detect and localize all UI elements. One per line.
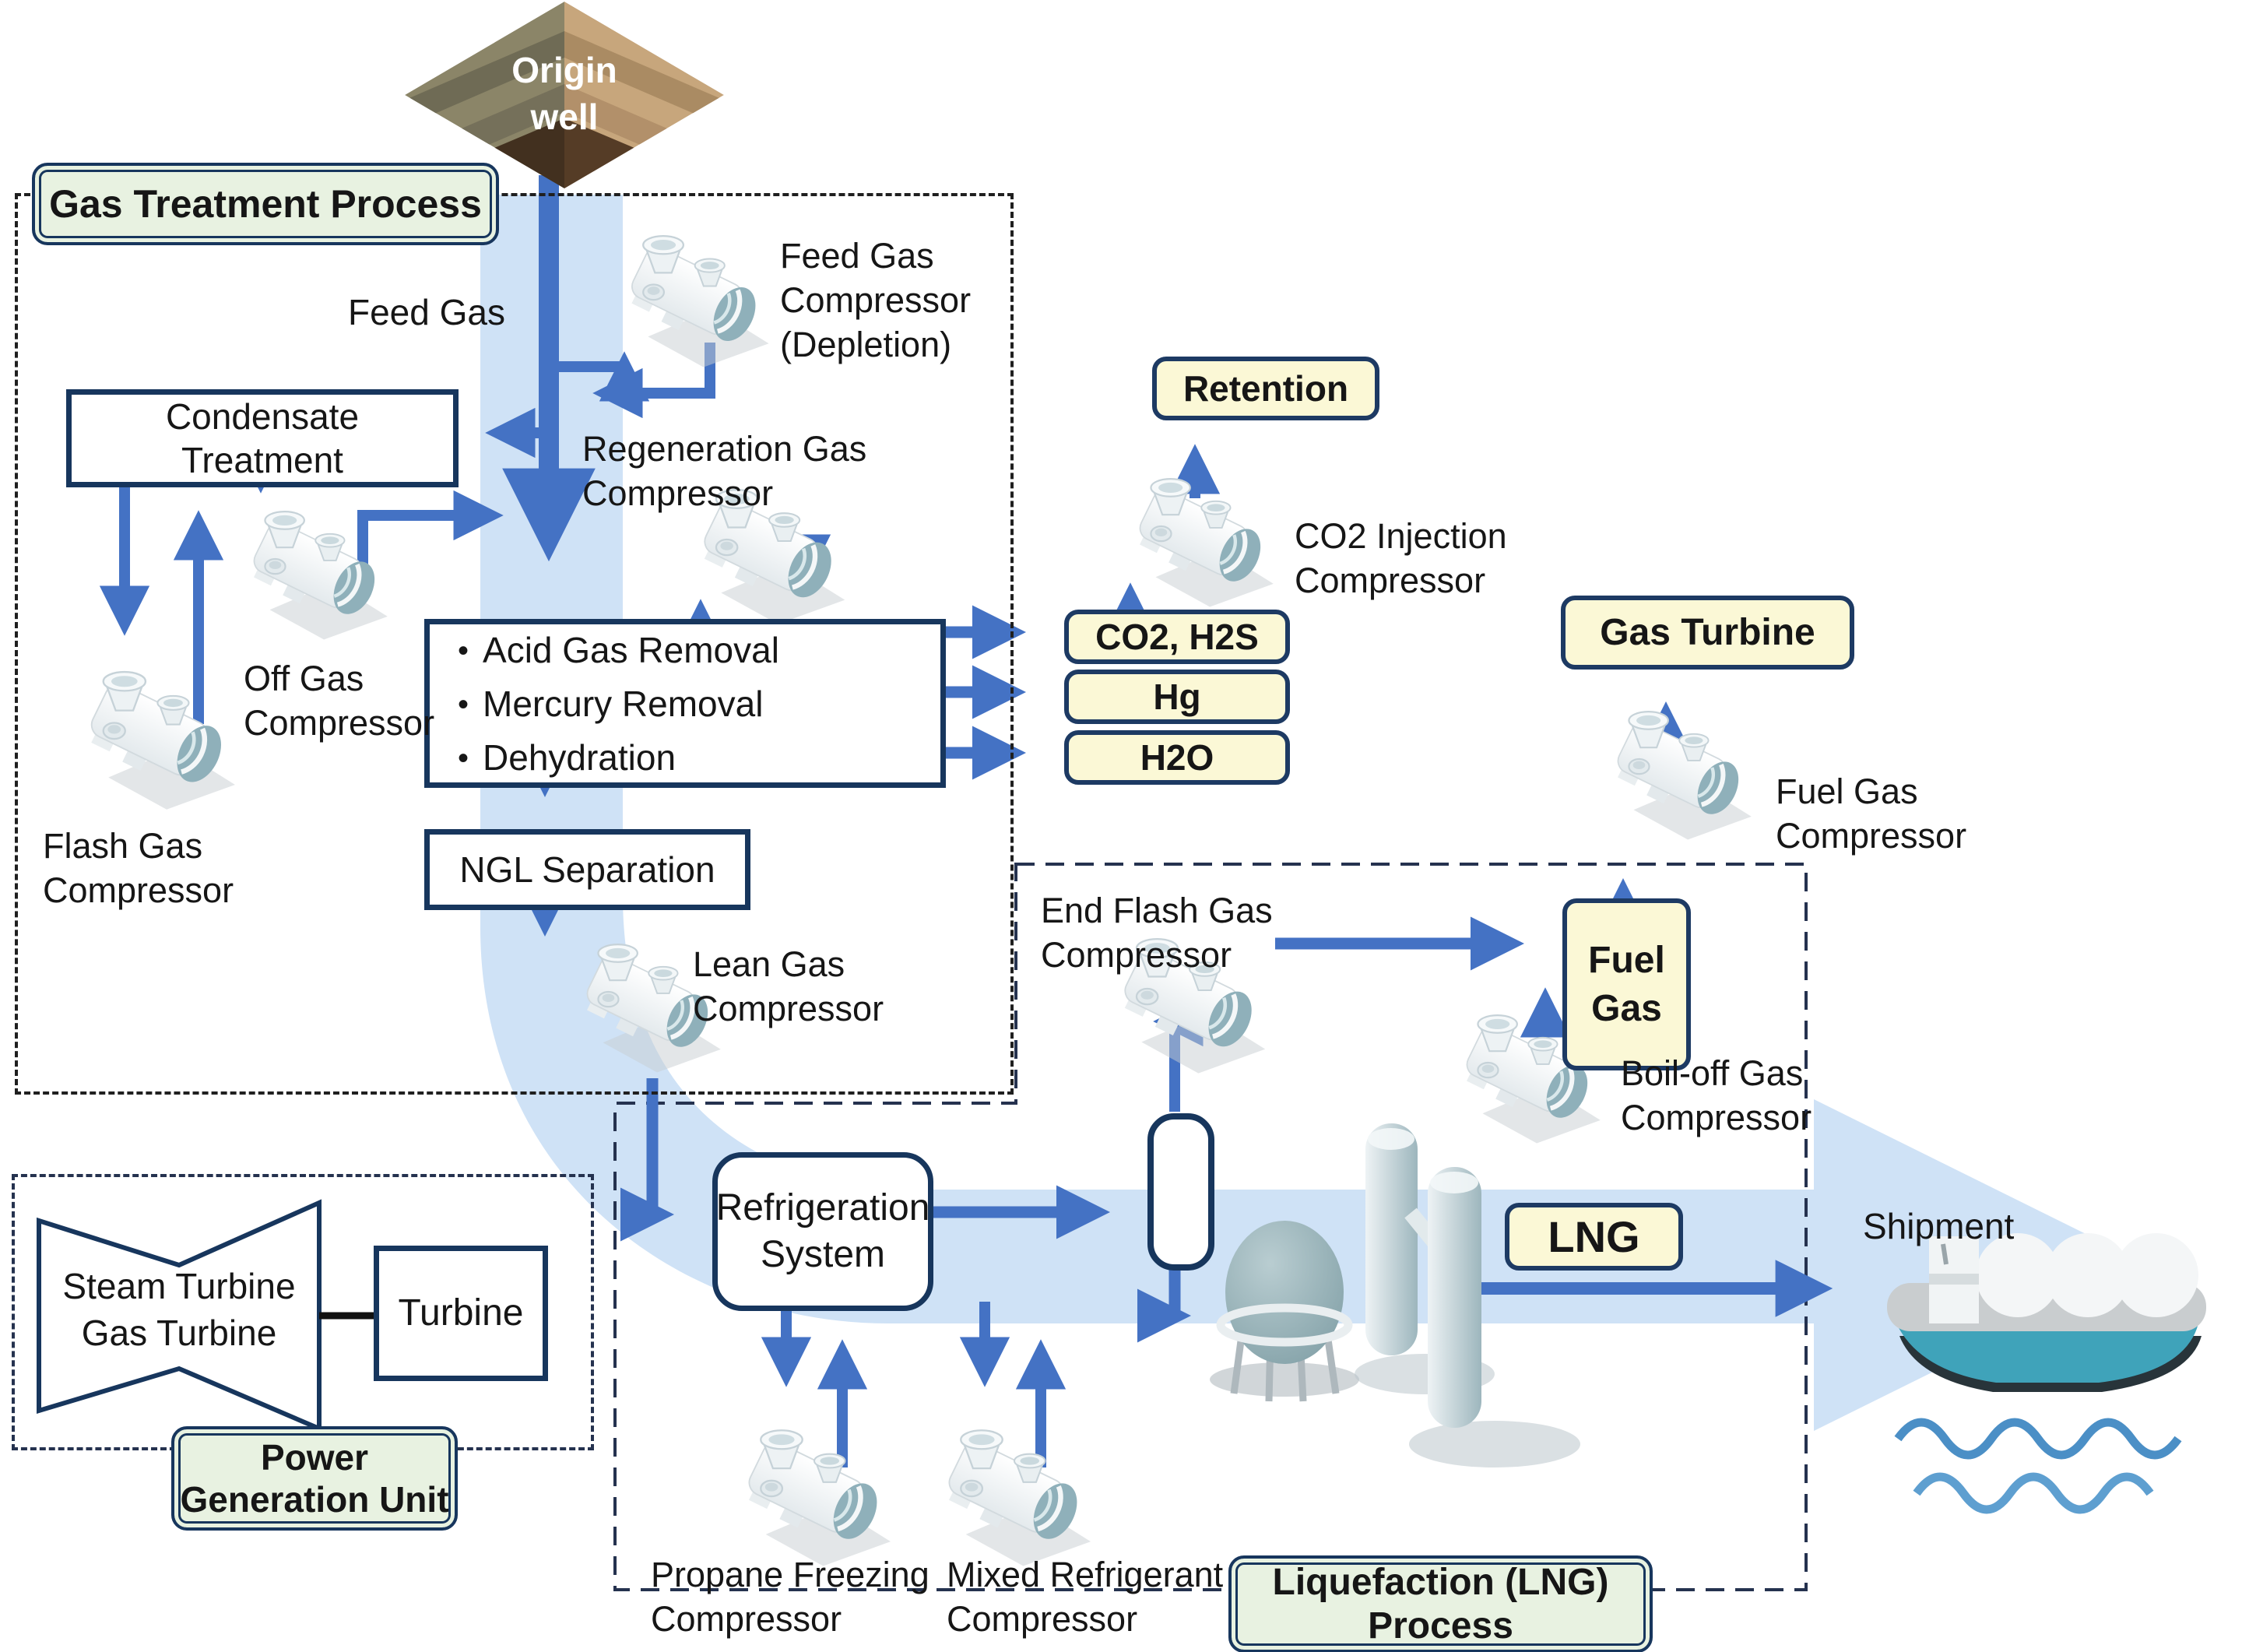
refrigeration-system-box: Refrigeration System bbox=[712, 1152, 933, 1311]
ngl-separation-box: NGL Separation bbox=[424, 829, 750, 910]
co2-h2s-tag: CO2, H2S bbox=[1064, 610, 1290, 664]
feed-gas-compressor-label: Feed Gas Compressor (Depletion) bbox=[780, 236, 972, 364]
arrow-vessel-to-sphere bbox=[1137, 1258, 1191, 1343]
liquefaction-process-label: Liquefaction (LNG) Process bbox=[1228, 1555, 1653, 1652]
mixed-refrigerant-compressor-label: Mixed Refrigerant Compressor bbox=[947, 1555, 1224, 1639]
turbine-box: Turbine bbox=[374, 1246, 548, 1381]
flash-gas-compressor-label: Flash Gas Compressor bbox=[43, 826, 234, 910]
fuel-gas-compressor-label: Fuel Gas Compressor bbox=[1776, 772, 1967, 856]
lng-tag: LNG bbox=[1505, 1203, 1683, 1271]
boil-off-gas-compressor-label: Boil-off Gas Compressor bbox=[1621, 1053, 1812, 1137]
origin-well-label: Origin well bbox=[511, 50, 617, 137]
waves-icon bbox=[1894, 1418, 2182, 1460]
bullet-icon bbox=[458, 730, 469, 784]
hg-tag: Hg bbox=[1064, 670, 1290, 724]
retention-tag: Retention bbox=[1152, 357, 1379, 420]
gas-treatment-steps-box: Acid Gas Removal Mercury Removal Dehydra… bbox=[424, 619, 946, 788]
mixed-refrigerant-compressor-icon bbox=[940, 1430, 1091, 1566]
bullet-icon bbox=[458, 623, 469, 677]
fuel-gas-tag: Fuel Gas bbox=[1562, 898, 1691, 1070]
liquefaction-dashed-outline bbox=[613, 863, 1808, 1591]
steam-gas-turbine-label: Steam Turbine Gas Turbine bbox=[62, 1266, 296, 1353]
arrow-lean-to-refrigeration bbox=[620, 1078, 674, 1242]
lng-columns-icon bbox=[1355, 1123, 1580, 1467]
end-flash-gas-compressor-label: End Flash Gas Compressor bbox=[1041, 891, 1273, 975]
regeneration-gas-compressor-label: Regeneration Gas Compressor bbox=[582, 429, 867, 513]
condensate-treatment-box: Condensate Treatment bbox=[66, 389, 459, 487]
gas-treatment-process-text: Gas Treatment Process bbox=[49, 182, 482, 226]
shipment-label: Shipment bbox=[1863, 1206, 2015, 1246]
off-gas-compressor-label: Off Gas Compressor bbox=[244, 659, 435, 743]
fuel-gas-compressor-icon bbox=[1609, 712, 1752, 839]
arrow-offgas-return bbox=[357, 490, 504, 580]
feed-gas-label: Feed Gas bbox=[348, 292, 505, 332]
separator-vessel bbox=[1147, 1113, 1214, 1271]
h2o-tag: H2O bbox=[1064, 730, 1290, 785]
gas-treatment-process-label: Gas Treatment Process bbox=[32, 163, 499, 245]
gas-turbine-tag: Gas Turbine bbox=[1561, 596, 1854, 670]
propane-freezing-compressor-icon bbox=[740, 1430, 891, 1566]
sphere-tank-icon bbox=[1210, 1221, 1359, 1402]
propane-freezing-compressor-label: Propane Freezing Compressor bbox=[651, 1555, 929, 1639]
co2-injection-compressor-icon bbox=[1131, 479, 1274, 606]
arrow-to-feed-compressor bbox=[549, 351, 650, 402]
lean-gas-compressor-label: Lean Gas Compressor bbox=[693, 944, 884, 1028]
co2-injection-compressor-label: CO2 Injection Compressor bbox=[1295, 516, 1507, 600]
bullet-icon bbox=[458, 677, 469, 730]
power-generation-unit-label: Power Generation Unit bbox=[171, 1426, 458, 1531]
lng-ship-icon bbox=[1887, 1233, 2206, 1514]
